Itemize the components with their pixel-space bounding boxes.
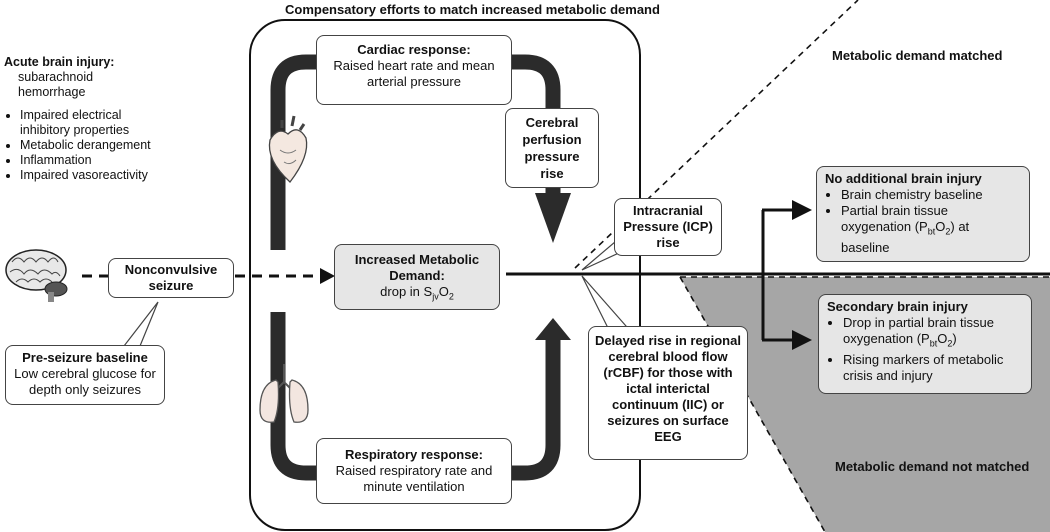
no-injury-b2-post: ) at baseline — [841, 219, 970, 255]
cardiac-text: Raised heart rate and mean arterial pres… — [333, 58, 495, 89]
preseizure-text: Low cerebral glucose for depth only seiz… — [14, 366, 156, 397]
metabolic-title: Increased Metabolic Demand: — [354, 252, 480, 283]
matched-label: Metabolic demand matched — [832, 48, 1003, 63]
respiratory-title: Respiratory response: — [345, 447, 483, 462]
metabolic-text: drop in SjvO2 — [341, 284, 493, 305]
acute-bullet: Metabolic derangement — [20, 138, 154, 153]
upper-dashed-boundary — [574, 0, 859, 269]
acute-sub-1: subarachnoid — [18, 70, 94, 84]
diagram-title: Compensatory efforts to match increased … — [285, 2, 660, 17]
preseizure-callout-tail — [122, 301, 159, 347]
top-cycle-arrowhead — [535, 193, 571, 243]
secondary-b1-sub: bt — [929, 338, 938, 349]
preseizure-title: Pre-seizure baseline — [22, 350, 148, 365]
nonconvulsive-seizure-box: Nonconvulsive seizure — [108, 258, 234, 298]
secondary-b1-post: ) — [952, 331, 957, 346]
secondary-arrowhead — [792, 330, 812, 350]
no-injury-b2-sub: bt — [927, 226, 936, 237]
cardiac-response-box: Cardiac response: Raised heart rate and … — [316, 35, 512, 105]
secondary-b1-mid: O — [937, 331, 948, 346]
metabolic-sub-jv: jv — [432, 291, 439, 302]
not-matched-label: Metabolic demand not matched — [835, 459, 1030, 474]
acute-bullets: Impaired electrical inhibitory propertie… — [4, 108, 154, 183]
metabolic-text-pre: drop in S — [380, 284, 433, 299]
heart-icon — [268, 115, 308, 183]
cardiac-title: Cardiac response: — [357, 42, 471, 57]
secondary-bullet: Rising markers of metabolic crisis and i… — [843, 352, 1023, 384]
preseizure-box: Pre-seizure baseline Low cerebral glucos… — [5, 345, 165, 405]
rcbf-box: Delayed rise in regional cerebral blood … — [588, 326, 748, 460]
acute-sub-2: hemorrhage — [18, 85, 86, 99]
acute-bullet: Inflammation — [20, 153, 154, 168]
lower-dashed-boundary — [679, 276, 826, 532]
acute-injury-panel: Acute brain injury: subarachnoid hemorrh… — [4, 55, 154, 183]
no-injury-box: No additional brain injury Brain chemist… — [816, 166, 1030, 262]
seizure-dashed-arrowhead — [320, 268, 335, 284]
bottom-cycle-arrowhead — [535, 318, 571, 340]
acute-heading: Acute brain injury: — [4, 55, 115, 69]
secondary-b1-sub2: 2 — [947, 338, 953, 349]
no-injury-bullet: Partial brain tissue oxygenation (PbtO2)… — [841, 203, 1021, 256]
metabolic-demand-box: Increased Metabolic Demand: drop in SjvO… — [334, 244, 500, 310]
secondary-injury-box: Secondary brain injury Drop in partial b… — [818, 294, 1032, 394]
metabolic-text-o: O — [438, 284, 449, 299]
respiratory-text: Raised respiratory rate and minute venti… — [335, 463, 493, 494]
no-injury-arrowhead — [792, 200, 812, 220]
secondary-bullet: Drop in partial brain tissue oxygenation… — [843, 315, 1023, 352]
no-injury-b2-mid: O — [935, 219, 946, 234]
lungs-icon — [259, 364, 309, 423]
secondary-b1-pre: Drop in partial brain tissue oxygenation… — [843, 315, 995, 346]
cpp-box: Cerebral perfusion pressure rise — [505, 108, 599, 188]
icp-box: Intracranial Pressure (ICP) rise — [614, 198, 722, 256]
no-injury-b2-pre: Partial brain tissue oxygenation (P — [841, 203, 948, 234]
no-injury-bullet: Brain chemistry baseline — [841, 187, 1021, 203]
respiratory-response-box: Respiratory response: Raised respiratory… — [316, 438, 512, 504]
no-injury-b2-sub2: 2 — [945, 226, 951, 237]
no-injury-title: No additional brain injury — [825, 171, 982, 186]
secondary-title: Secondary brain injury — [827, 299, 968, 314]
brain-icon — [5, 249, 68, 302]
acute-bullet: Impaired electrical inhibitory propertie… — [20, 108, 154, 138]
acute-bullet: Impaired vasoreactivity — [20, 168, 154, 183]
metabolic-sub-2: 2 — [448, 291, 454, 302]
